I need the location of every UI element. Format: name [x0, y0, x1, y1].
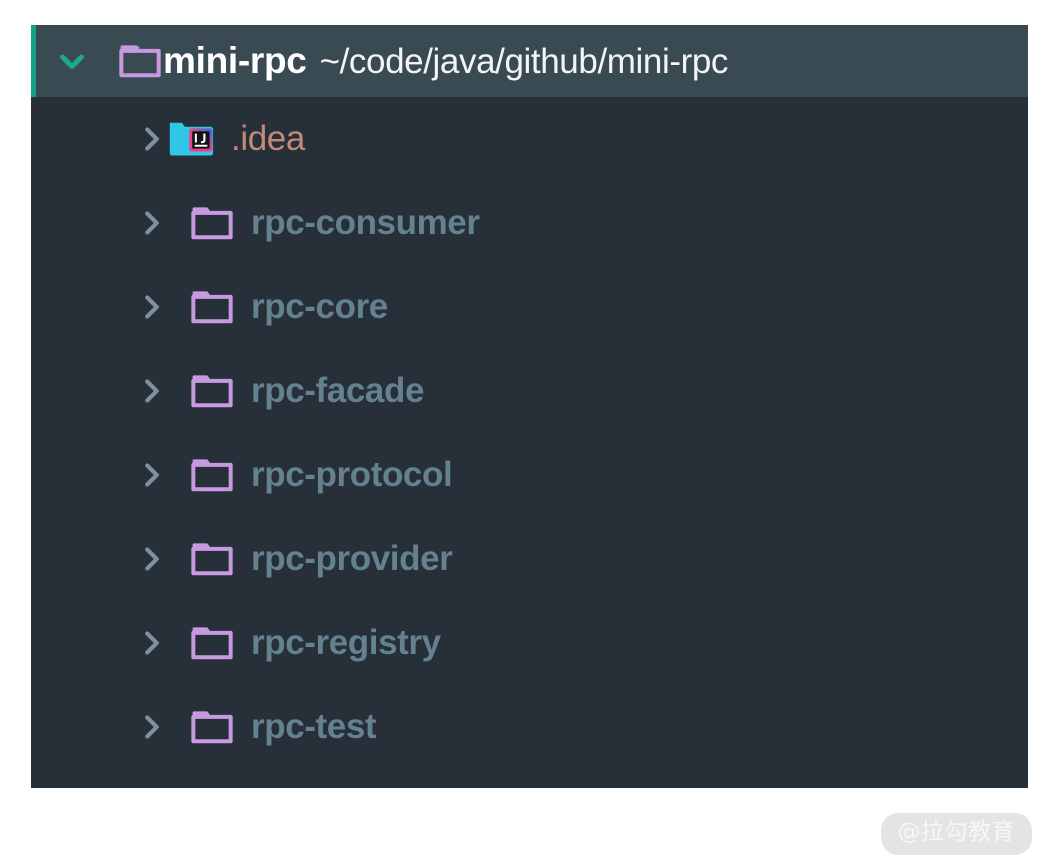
- folder-icon: [189, 287, 235, 327]
- folder-icon: [189, 623, 235, 663]
- tree-item-label: rpc-consumer: [251, 203, 480, 242]
- selection-accent-bar: [31, 25, 36, 97]
- folder-icon: [117, 41, 163, 81]
- tree-row-rpc-provider[interactable]: rpc-provider: [31, 517, 1028, 601]
- chevron-down-icon[interactable]: [53, 42, 91, 80]
- tree-item-label: .idea: [231, 119, 305, 158]
- tree-row-rpc-consumer[interactable]: rpc-consumer: [31, 181, 1028, 265]
- chevron-right-icon[interactable]: [137, 204, 167, 242]
- watermark-badge: @拉勾教育: [880, 813, 1032, 855]
- folder-icon: [189, 539, 235, 579]
- folder-icon: [189, 371, 235, 411]
- project-tree-panel: mini-rpc ~/code/java/github/mini-rpc: [31, 25, 1028, 788]
- chevron-right-icon[interactable]: [137, 456, 167, 494]
- chevron-right-icon[interactable]: [137, 624, 167, 662]
- tree-row-rpc-facade[interactable]: rpc-facade: [31, 349, 1028, 433]
- tree-item-label: rpc-facade: [251, 371, 425, 410]
- tree-row-rpc-protocol[interactable]: rpc-protocol: [31, 433, 1028, 517]
- tree-row-idea[interactable]: .idea: [31, 97, 1028, 181]
- tree-item-label: rpc-test: [251, 707, 377, 746]
- tree-item-label: rpc-core: [251, 287, 388, 326]
- tree-row-rpc-registry[interactable]: rpc-registry: [31, 601, 1028, 685]
- tree-row-rpc-core[interactable]: rpc-core: [31, 265, 1028, 349]
- chevron-right-icon[interactable]: [137, 120, 167, 158]
- chevron-right-icon[interactable]: [137, 708, 167, 746]
- root-project-name: mini-rpc: [163, 40, 307, 81]
- tree-row-rpc-test[interactable]: rpc-test: [31, 685, 1028, 769]
- intellij-idea-folder-icon: [167, 118, 215, 160]
- tree-row-root-mini-rpc[interactable]: mini-rpc ~/code/java/github/mini-rpc: [31, 25, 1028, 97]
- tree-item-label: rpc-registry: [251, 623, 441, 662]
- chevron-right-icon[interactable]: [137, 288, 167, 326]
- root-project-path: ~/code/java/github/mini-rpc: [319, 42, 729, 81]
- chevron-right-icon[interactable]: [137, 372, 167, 410]
- tree-item-label: rpc-provider: [251, 539, 453, 578]
- tree-item-label: rpc-protocol: [251, 455, 453, 494]
- chevron-right-icon[interactable]: [137, 540, 167, 578]
- folder-icon: [189, 707, 235, 747]
- folder-icon: [189, 203, 235, 243]
- folder-icon: [189, 455, 235, 495]
